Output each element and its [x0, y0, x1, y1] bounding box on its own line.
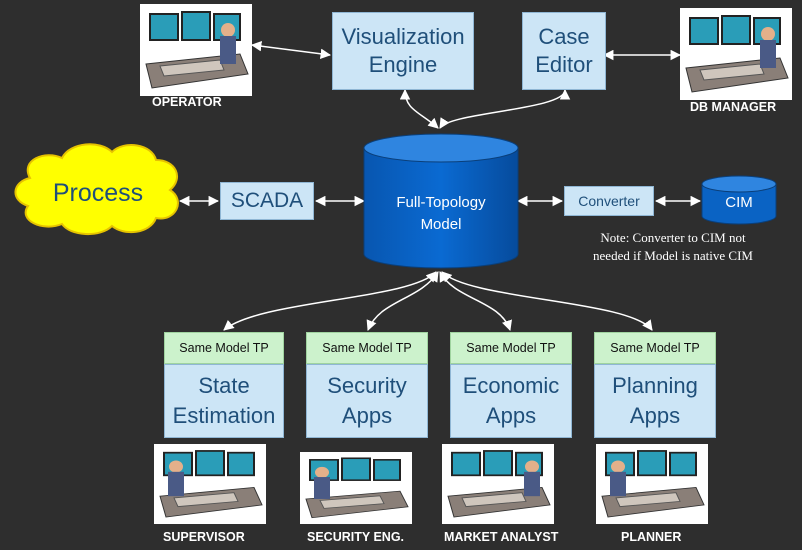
app4-line2: Apps: [629, 403, 681, 428]
scada-box: SCADA: [220, 182, 314, 220]
app3-line2: Apps: [485, 403, 537, 428]
state-estimation-box: State Estimation: [164, 364, 284, 438]
case-editor-line1: Case: [538, 24, 590, 49]
app2-line1: Security: [327, 373, 407, 398]
process-label: Process: [52, 179, 144, 207]
cim-label: CIM: [725, 194, 753, 211]
visualization-engine-box: Visualization Engine: [332, 12, 474, 90]
case-editor-box: Case Editor: [522, 12, 606, 90]
market-analyst-workstation-icon: [442, 444, 554, 524]
db-manager-label: DB MANAGER: [690, 100, 777, 114]
economic-apps-box: Economic Apps: [450, 364, 572, 438]
app2-tag: Same Model TP: [306, 332, 428, 364]
converter-note: Note: Converter to CIM not needed if Mod…: [560, 229, 786, 265]
app3-line1: Economic: [462, 373, 560, 398]
planner-label: PLANNER: [621, 530, 682, 544]
app1-line1: State: [198, 373, 250, 398]
app4-line1: Planning: [612, 373, 698, 398]
full-topology-label: Full-Topology Model: [366, 192, 516, 236]
market-analyst-label: MARKET ANALYST: [444, 530, 559, 544]
supervisor-label: SUPERVISOR: [163, 530, 245, 544]
security-apps-box: Security Apps: [306, 364, 428, 438]
security-eng-label: SECURITY ENG.: [307, 530, 405, 544]
app3-tag: Same Model TP: [450, 332, 572, 364]
db-manager-workstation-icon: [680, 8, 792, 100]
note-line1: Note: Converter to CIM not: [600, 230, 746, 245]
note-line2: needed if Model is native CIM: [593, 248, 753, 263]
converter-box: Converter: [564, 186, 654, 216]
case-editor-line2: Editor: [535, 52, 593, 77]
operator-workstation-icon: [140, 4, 252, 96]
planning-apps-box: Planning Apps: [594, 364, 716, 438]
converter-label: Converter: [578, 193, 640, 209]
full-topology-line1: Full-Topology: [396, 194, 486, 211]
visualization-engine-line2: Engine: [368, 52, 438, 77]
full-topology-line2: Model: [420, 216, 462, 233]
planner-workstation-icon: [596, 444, 708, 524]
app1-tag: Same Model TP: [164, 332, 284, 364]
supervisor-workstation-icon: [154, 444, 266, 524]
app1-line2: Estimation: [172, 403, 276, 428]
visualization-engine-line1: Visualization: [341, 24, 465, 49]
app2-line2: Apps: [341, 403, 393, 428]
operator-label: OPERATOR: [152, 95, 222, 109]
scada-label: SCADA: [230, 189, 304, 212]
app4-tag: Same Model TP: [594, 332, 716, 364]
security-eng-workstation-icon: [300, 452, 412, 524]
